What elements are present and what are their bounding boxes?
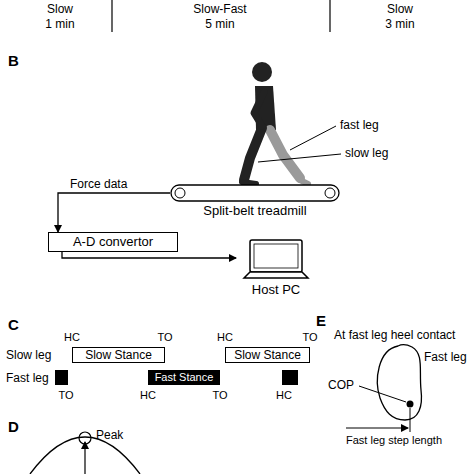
duration-label: 1 min [45, 17, 74, 31]
connector [58, 193, 170, 232]
laptop-icon [236, 238, 316, 282]
leg-label: slow leg [345, 146, 388, 160]
event-label: TO [157, 331, 172, 344]
connector [62, 252, 236, 258]
event-label: TO [302, 331, 317, 344]
foot-label: Fast leg [424, 350, 467, 364]
cop-label: COP [328, 378, 354, 392]
node-text: Split-belt treadmill [170, 203, 340, 219]
treadmill-belt [170, 183, 340, 203]
node-text: A-D convertor [73, 234, 153, 250]
edge-label: Force data [68, 177, 129, 191]
treadmill: Split-belt treadmill [170, 183, 340, 219]
leg-label: fast leg [340, 118, 379, 132]
distance-label: Fast leg step length [346, 434, 442, 447]
row-label: Slow leg [6, 348, 51, 362]
event-label: HC [64, 331, 80, 344]
panel-heading: At fast leg heel contact [334, 328, 455, 342]
phase-label: Slow [387, 2, 413, 16]
node-text: Fast Stance [155, 371, 214, 384]
duration-label: 5 min [205, 17, 234, 31]
duration-label: 3 min [385, 17, 414, 31]
panel-letter: E [316, 312, 326, 330]
converter-box: A-D convertor [48, 232, 178, 252]
event-label: HC [276, 389, 292, 402]
event-label: TO [58, 389, 73, 402]
phase-label: Slow [47, 2, 73, 16]
stance-bar: Fast Stance [148, 370, 220, 385]
host-pc: Host PC [236, 238, 316, 298]
event-label: HC [140, 389, 156, 402]
node-text: Host PC [236, 282, 316, 298]
node-text: Slow Stance [234, 348, 301, 362]
peak-label: Peak [96, 428, 123, 442]
phase-label: Slow-Fast [193, 2, 246, 16]
stance-bar: Slow Stance [225, 347, 310, 363]
row-label: Fast leg [6, 371, 49, 385]
panel-letter: B [8, 52, 19, 70]
event-label: TO [212, 389, 227, 402]
panel-letter: C [8, 316, 19, 334]
panel-letter: D [8, 418, 19, 436]
stance-bar: Slow Stance [72, 347, 165, 363]
node-text: Slow Stance [85, 348, 152, 362]
event-label: HC [217, 331, 233, 344]
